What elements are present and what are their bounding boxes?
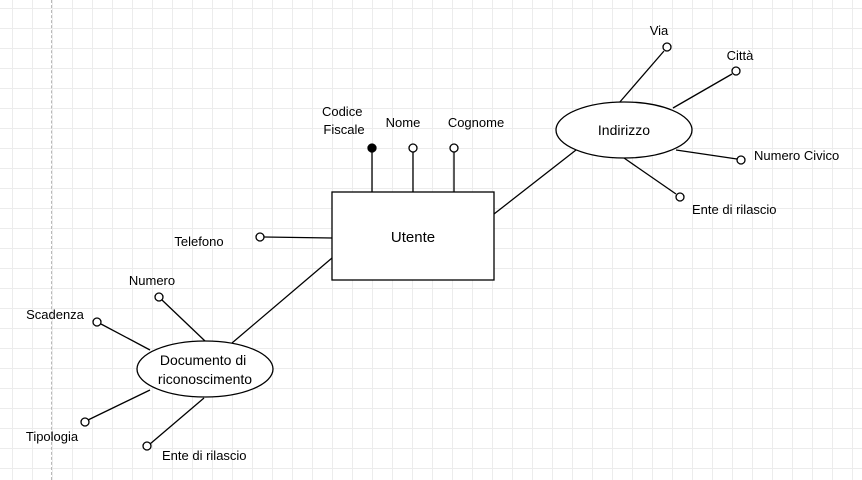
connector-documento-ente [149,397,205,445]
page-boundary-guide [51,0,52,480]
attribute-scadenza-marker[interactable] [92,317,102,327]
attribute-documento-label-line1: Documento di [160,352,246,368]
entity-utente-label: Utente [391,229,435,246]
attribute-via-marker[interactable] [662,42,672,52]
connector-utente-documento [231,257,333,344]
attribute-numero-marker[interactable] [154,292,164,302]
attribute-indirizzo-ente-marker[interactable] [675,192,685,202]
connector-via [618,50,665,104]
attribute-cognome-marker[interactable] [449,143,459,153]
codice-fiscale-line1: Codice [322,104,362,119]
attribute-documento-ente-marker[interactable] [142,441,152,451]
attribute-citta-label: Città [727,48,755,63]
attribute-documento-label: Documento di riconoscimento [158,352,252,387]
attribute-telefono-label: Telefono [174,234,223,249]
attribute-nome-label: Nome [386,115,421,130]
attribute-indirizzo-ellipse[interactable] [555,101,693,159]
attribute-numero-civico-label: Numero Civico [754,148,839,163]
attribute-tipologia-label: Tipologia [26,429,79,444]
connector-scadenza [100,323,151,351]
attribute-tipologia-marker[interactable] [80,417,90,427]
entity-utente-box[interactable] [331,191,495,281]
connector-numero [161,299,206,342]
connector-numero-civico [675,149,738,160]
attribute-cognome-label: Cognome [448,115,504,130]
attribute-documento-ente-label: Ente di rilascio [162,448,247,463]
attribute-citta-marker[interactable] [731,66,741,76]
attribute-numero-civico-marker[interactable] [736,155,746,165]
connector-tipologia [87,389,151,421]
connector-citta [672,73,733,109]
attribute-indirizzo-label: Indirizzo [598,122,650,138]
codice-fiscale-line2: Fiscale [323,122,364,137]
attribute-indirizzo-ente-label: Ente di rilascio [692,202,777,217]
connector-utente-indirizzo [493,149,577,215]
connector-telefono [263,236,333,239]
attribute-nome-marker[interactable] [408,143,418,153]
key-attribute-codice-fiscale-marker[interactable] [367,143,377,153]
connector-indirizzo-ente [623,157,677,195]
attribute-codice-fiscale-label: Codice Fiscale [322,104,366,137]
attribute-documento-label-line2: riconoscimento [158,371,252,387]
attribute-via-label: Via [650,23,669,38]
attribute-scadenza-label: Scadenza [26,307,85,322]
attribute-documento-ellipse[interactable] [136,340,274,398]
attribute-numero-label: Numero [129,273,175,288]
attribute-telefono-marker[interactable] [255,232,265,242]
